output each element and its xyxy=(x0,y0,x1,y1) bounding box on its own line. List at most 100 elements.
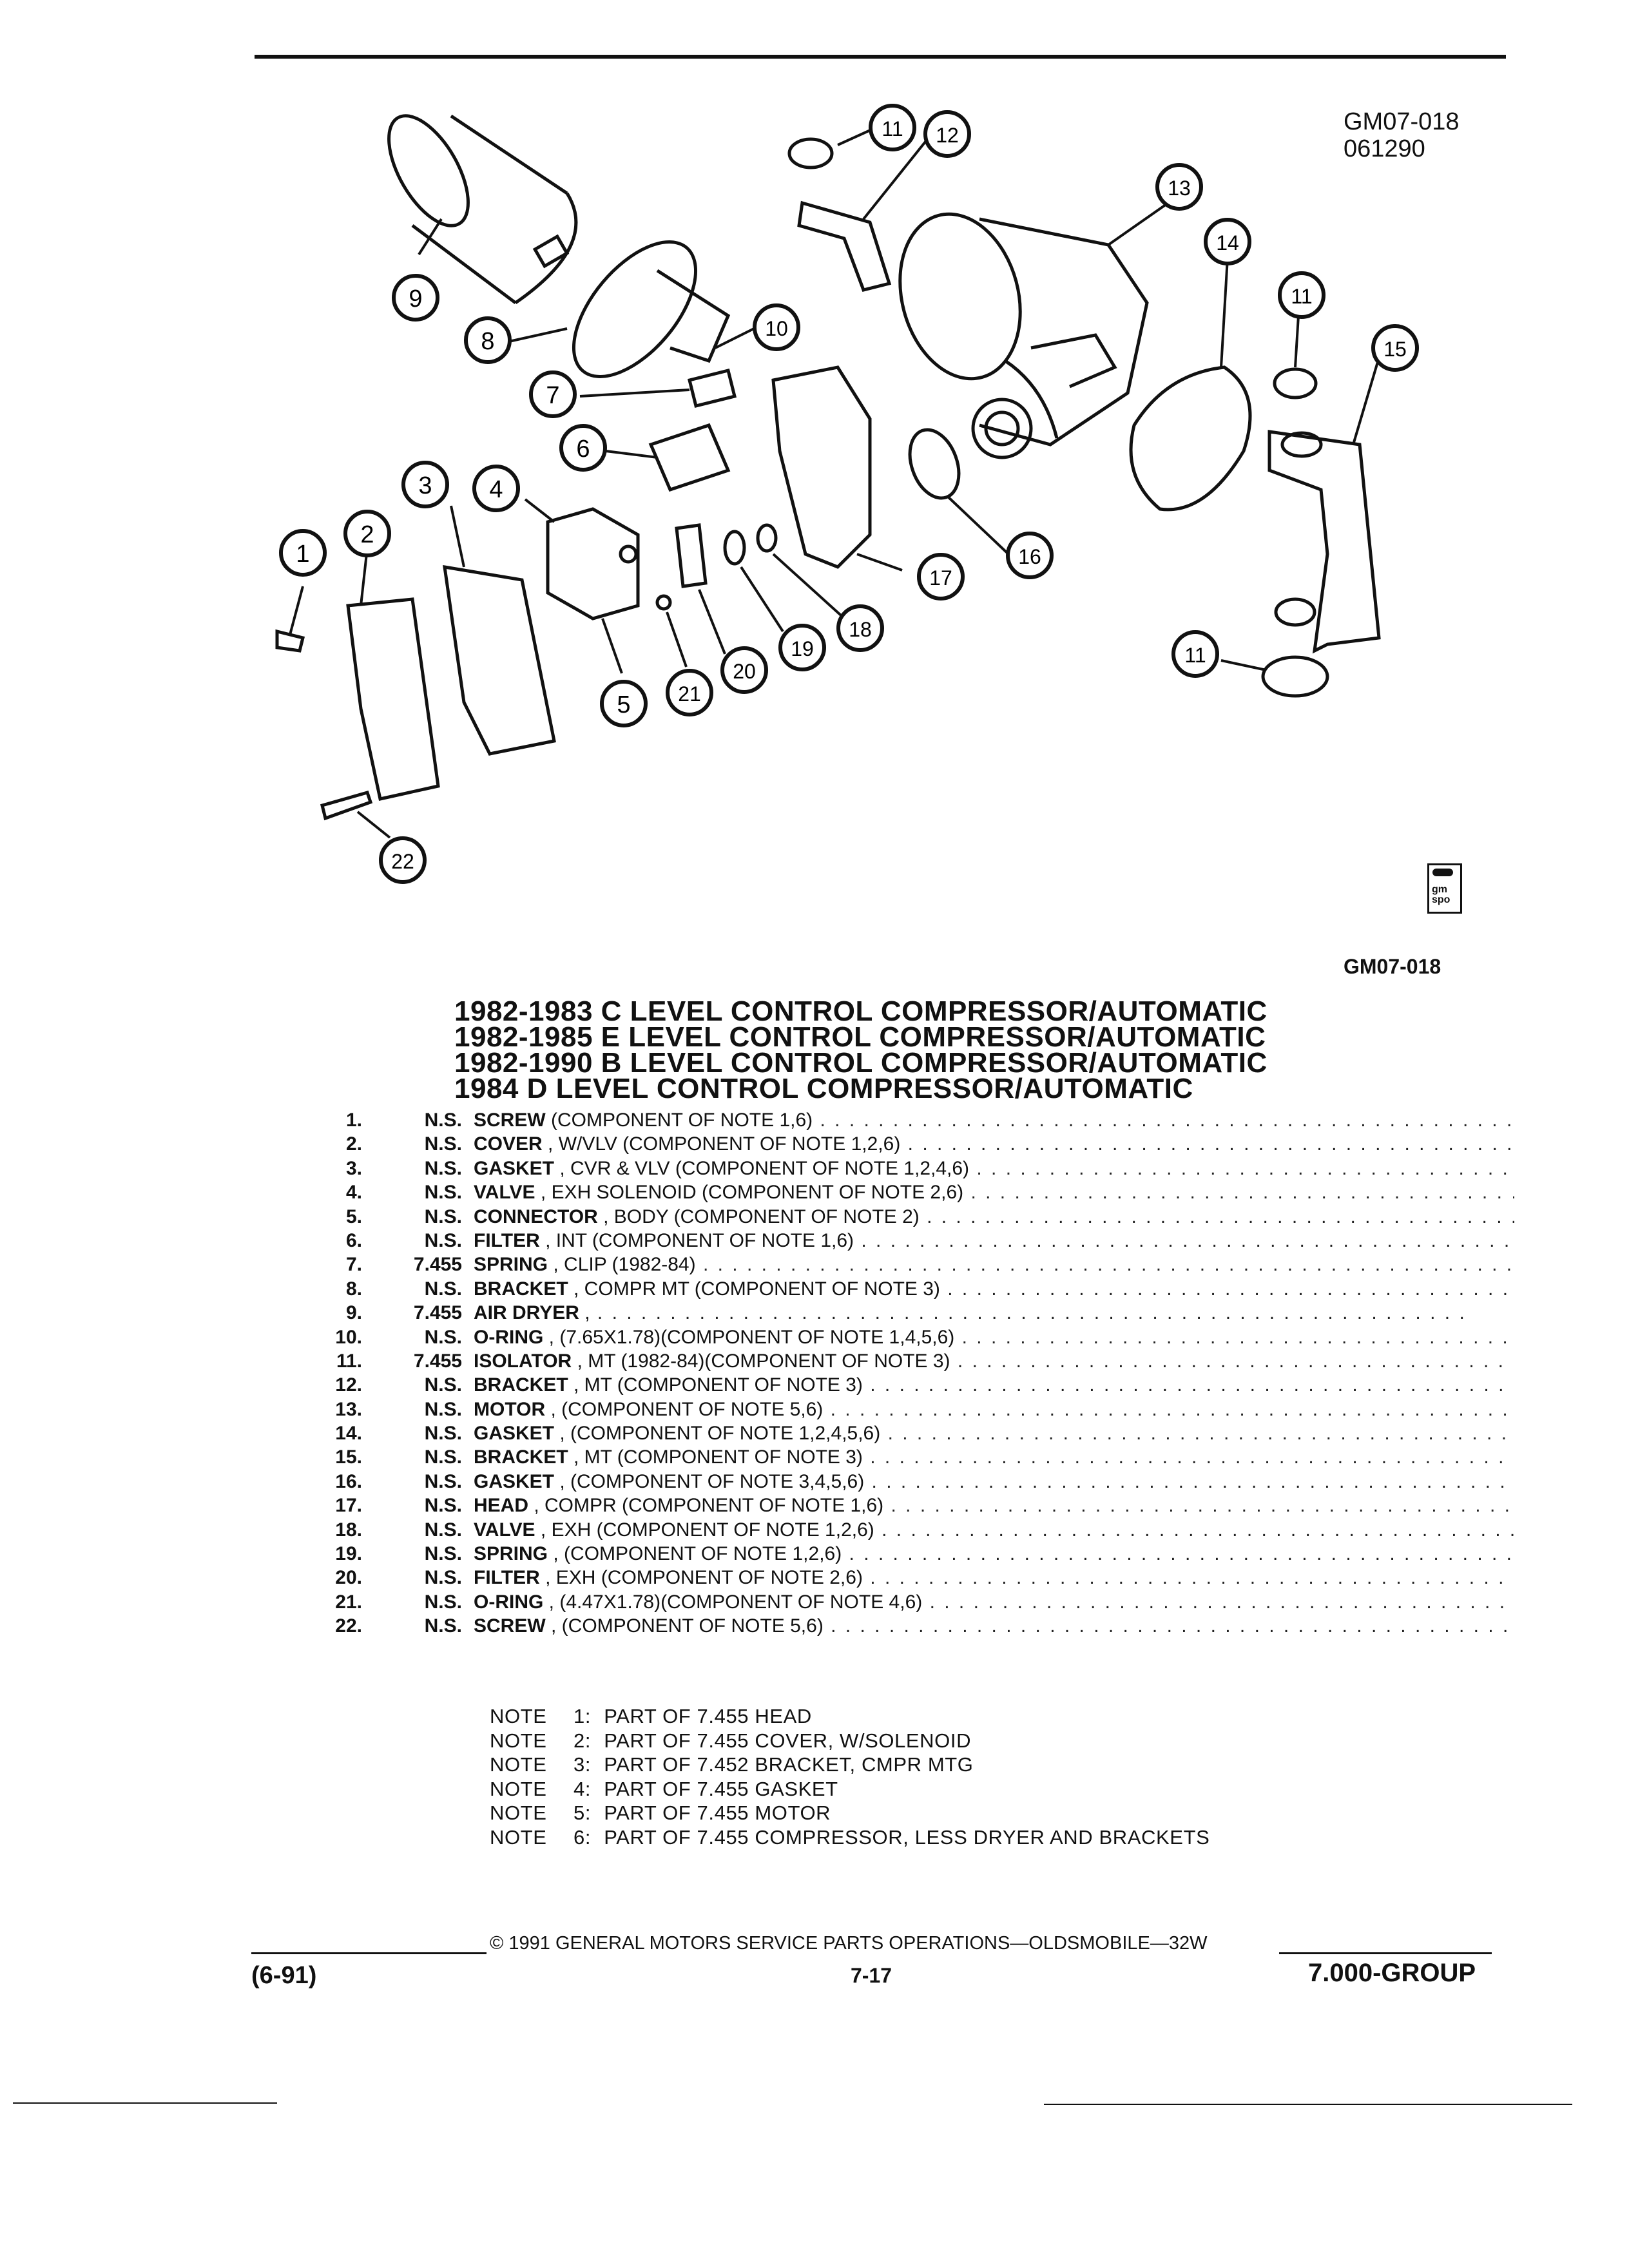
note-text: PART OF 7.455 COMPRESSOR, LESS DRYER AND… xyxy=(604,1825,1210,1849)
parts-list-row: 2.N.S.COVER , W/VLV (COMPONENT OF NOTE 1… xyxy=(290,1132,1514,1156)
note-label: NOTE xyxy=(490,1802,547,1825)
part-detail: , MT (COMPONENT OF NOTE 3) xyxy=(568,1374,863,1396)
note-number: 5: xyxy=(574,1802,592,1825)
bottom-rule xyxy=(13,2102,277,2104)
parts-list-row: 8.N.S.BRACKET , COMPR MT (COMPONENT OF N… xyxy=(290,1277,1514,1301)
parts-list-row: 13.N.S.MOTOR , (COMPONENT OF NOTE 5,6) .… xyxy=(290,1398,1514,1421)
part-code: N.S. xyxy=(424,1470,462,1492)
parts-list-row: 22.N.S.SCREW , (COMPONENT OF NOTE 5,6) .… xyxy=(290,1614,1514,1638)
parts-list-row: 4.N.S.VALVE , EXH SOLENOID (COMPONENT OF… xyxy=(290,1180,1514,1204)
note-label: NOTE xyxy=(490,1825,547,1849)
part-name: BRACKET xyxy=(474,1374,568,1396)
part-name: BRACKET xyxy=(474,1278,568,1300)
part-number: 13. xyxy=(335,1398,362,1420)
cover-2-drawing xyxy=(346,597,440,801)
part-description: GASKET , (COMPONENT OF NOTE 3,4,5,6) . .… xyxy=(474,1470,1514,1494)
svg-text:11: 11 xyxy=(1184,644,1206,667)
part-name: CONNECTOR xyxy=(474,1206,598,1227)
part-code: N.S. xyxy=(424,1543,462,1565)
svg-text:4: 4 xyxy=(489,476,503,503)
callout-21: 21 xyxy=(666,669,713,716)
part-number: 18. xyxy=(335,1519,362,1541)
svg-text:15: 15 xyxy=(1383,338,1407,361)
svg-text:21: 21 xyxy=(678,682,701,706)
head-17-drawing xyxy=(771,365,872,569)
part-name: MOTOR xyxy=(474,1398,546,1420)
note-number: 3: xyxy=(574,1753,592,1776)
part-code: N.S. xyxy=(424,1133,462,1155)
parts-list-row: 19.N.S.SPRING , (COMPONENT OF NOTE 1,2,6… xyxy=(290,1542,1514,1566)
parts-list-row: 14.N.S.GASKET , (COMPONENT OF NOTE 1,2,4… xyxy=(290,1421,1514,1445)
part-number: 22. xyxy=(335,1615,362,1637)
part-description: O-RING , (4.47X1.78)(COMPONENT OF NOTE 4… xyxy=(474,1590,1514,1614)
callout-6: 6 xyxy=(559,424,607,472)
leader-dots: . . . . . . . . . . . . . . . . . . . . … xyxy=(870,1567,1514,1589)
part-description: MOTOR , (COMPONENT OF NOTE 5,6) . . . . … xyxy=(474,1398,1514,1421)
svg-text:11: 11 xyxy=(882,117,903,140)
part-number: 11. xyxy=(336,1350,362,1372)
parts-list: 1.N.S.SCREW (COMPONENT OF NOTE 1,6) . . … xyxy=(290,1108,1514,1639)
part-name: O-RING xyxy=(474,1326,544,1348)
parts-list-row: 1.N.S.SCREW (COMPONENT OF NOTE 1,6) . . … xyxy=(290,1108,1514,1132)
part-description: BRACKET , MT (COMPONENT OF NOTE 3) . . .… xyxy=(474,1445,1514,1469)
part-name: O-RING xyxy=(474,1591,544,1613)
motor-drawing xyxy=(898,212,1149,459)
part-detail: , (COMPONENT OF NOTE 5,6) xyxy=(545,1615,824,1637)
part-code: N.S. xyxy=(424,1615,462,1637)
figure-id-block: GM07-018 061290 xyxy=(1344,108,1460,162)
gasket-16-drawing xyxy=(908,428,961,500)
callout-4: 4 xyxy=(472,465,520,512)
svg-text:3: 3 xyxy=(418,472,432,499)
leader-dots: . . . . . . . . . . . . . . . . . . . . … xyxy=(970,1182,1514,1204)
catalog-title: 1982-1985 E LEVEL CONTROL COMPRESSOR/AUT… xyxy=(454,1021,1266,1053)
leader-dots: . . . . . . . . . . . . . . . . . . . . … xyxy=(927,1206,1514,1227)
svg-text:5: 5 xyxy=(617,691,630,718)
svg-text:9: 9 xyxy=(409,285,422,312)
part-code: N.S. xyxy=(424,1326,462,1348)
parts-list-row: 18.N.S.VALVE , EXH (COMPONENT OF NOTE 1,… xyxy=(290,1518,1514,1542)
callout-15: 15 xyxy=(1371,324,1419,372)
part-name: SPRING xyxy=(474,1254,548,1276)
part-name: BRACKET xyxy=(474,1446,568,1468)
svg-text:6: 6 xyxy=(576,436,590,463)
clip-7-drawing xyxy=(687,368,737,408)
note-text: PART OF 7.455 COVER, W/SOLENOID xyxy=(604,1729,972,1752)
part-name: ISOLATOR xyxy=(474,1350,572,1372)
part-number: 10. xyxy=(335,1326,362,1348)
callout-11-bottom: 11 xyxy=(1171,630,1219,678)
leader-dots: . . . . . . . . . . . . . . . . . . . . … xyxy=(820,1110,1514,1131)
svg-text:10: 10 xyxy=(765,317,788,340)
part-description: ISOLATOR , MT (1982-84)(COMPONENT OF NOT… xyxy=(474,1349,1514,1373)
part-number: 5. xyxy=(345,1206,362,1227)
part-detail: , MT (1982-84)(COMPONENT OF NOTE 3) xyxy=(572,1350,950,1372)
part-number: 2. xyxy=(345,1133,362,1155)
part-code: N.S. xyxy=(424,1278,462,1300)
part-name: SCREW xyxy=(474,1615,546,1637)
callout-22: 22 xyxy=(379,836,427,884)
leader-dots: . . . . . . . . . . . . . . . . . . . . … xyxy=(830,1398,1514,1420)
part-code: 7.455 xyxy=(413,1254,462,1276)
catalog-title: 1982-1990 B LEVEL CONTROL COMPRESSOR/AUT… xyxy=(454,1047,1268,1079)
parts-list-row: 5.N.S.CONNECTOR , BODY (COMPONENT OF NOT… xyxy=(290,1205,1514,1229)
bracket-12-drawing xyxy=(797,200,892,292)
callout-17: 17 xyxy=(917,553,965,601)
group-number: 7.000-GROUP xyxy=(1308,1959,1476,1987)
svg-text:1: 1 xyxy=(296,541,309,568)
note-number: 2: xyxy=(574,1729,592,1752)
part-description: SPRING , (COMPONENT OF NOTE 1,2,6) . . .… xyxy=(474,1542,1514,1566)
callout-labels: 1 2 3 4 5 6 7 8 9 10 11 12 13 14 11 15 1… xyxy=(279,104,1419,884)
svg-text:2: 2 xyxy=(360,521,374,548)
svg-text:8: 8 xyxy=(481,328,494,355)
part-detail: , MT (COMPONENT OF NOTE 3) xyxy=(568,1446,863,1468)
svg-text:19: 19 xyxy=(791,637,814,660)
part-number: 20. xyxy=(335,1567,362,1589)
part-detail: , COMPR (COMPONENT OF NOTE 1,6) xyxy=(528,1495,884,1517)
part-number: 3. xyxy=(345,1157,362,1179)
part-description: SPRING , CLIP (1982-84) . . . . . . . . … xyxy=(474,1253,1514,1276)
leader-dots: . . . . . . . . . . . . . . . . . . . . … xyxy=(590,1302,1467,1324)
part-name: SCREW xyxy=(474,1110,546,1131)
part-number: 17. xyxy=(335,1495,362,1517)
revision-date: (6-91) xyxy=(251,1962,317,1989)
